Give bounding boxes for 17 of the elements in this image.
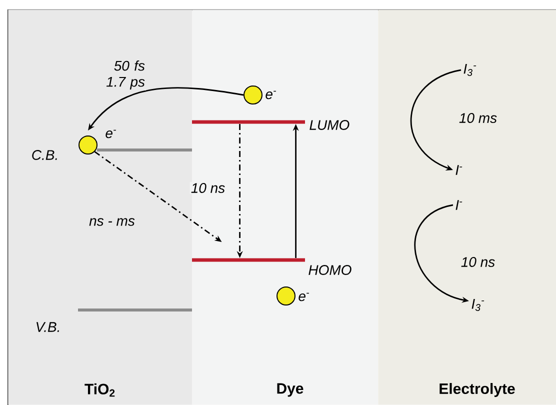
band-label: C.B. [32,150,57,160]
electron-label: e$^{-}$ [298,292,310,302]
edge-label: 10 ns [190,182,226,194]
electron-label: e$^{-}$ [266,90,276,100]
ion-label: I$^{-}$ [456,200,462,210]
level-label: LUMO [310,120,350,130]
edge-label: 10 ns [460,256,496,268]
arrow [410,69,462,170]
electron-label: e$^{-}$ [106,130,116,138]
edge-label: 50 fs 1.7 ps [94,59,146,91]
edge-label: 10 ms [458,112,498,124]
level-label: HOMO [308,265,352,275]
ion-label: I$_{3}$- [472,299,484,311]
band-label: V.B. [36,322,59,332]
ion-label: I$_{3}$- [464,64,476,76]
edge-label: ns - ms [88,217,136,227]
ion-label: I$^{-}$ [456,165,462,175]
